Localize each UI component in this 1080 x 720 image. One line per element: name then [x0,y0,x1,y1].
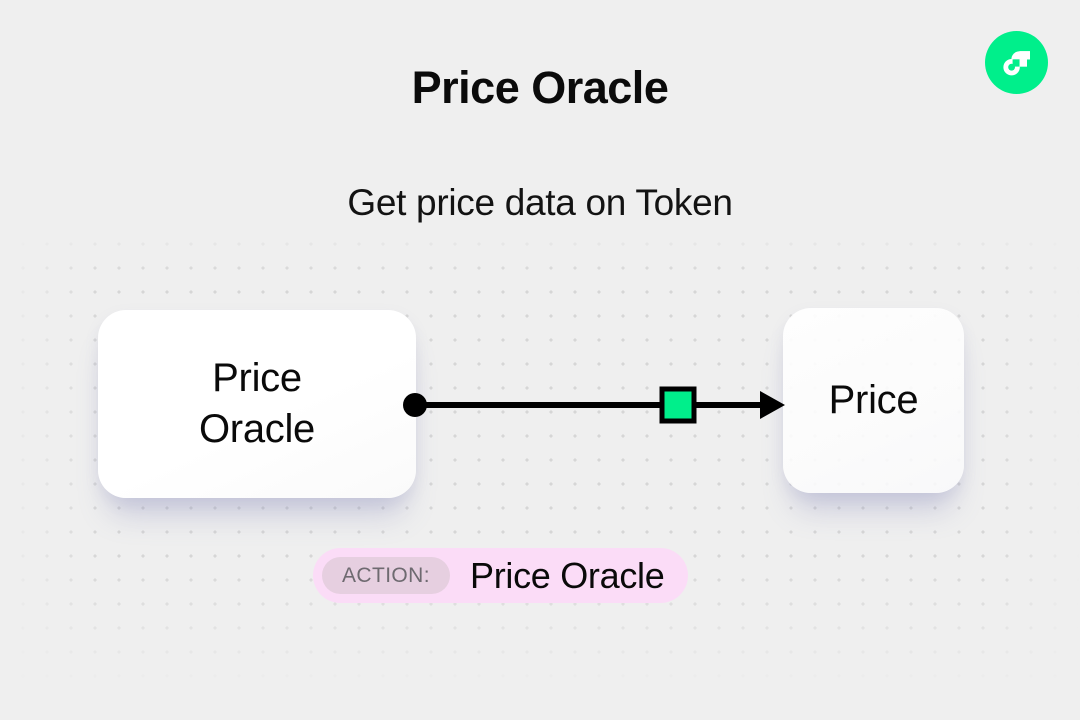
node-label: Price [828,377,919,422]
flow-logo-icon [985,31,1048,94]
node-card-price[interactable]: Price [783,308,964,493]
arrow-head [760,391,785,419]
action-badge-tag: ACTION: [322,557,450,594]
action-badge-value: Price Oracle [469,554,665,596]
page-title: Price Oracle [411,62,669,113]
edge-token-square [659,386,697,424]
edge-connector [403,386,785,424]
node-label: Price Oracle [198,355,315,451]
action-badge: ACTION: Price Oracle [313,548,689,603]
node-card-price-oracle[interactable]: Price Oracle [98,310,416,498]
page-subtitle: Get price data on Token [347,182,733,223]
